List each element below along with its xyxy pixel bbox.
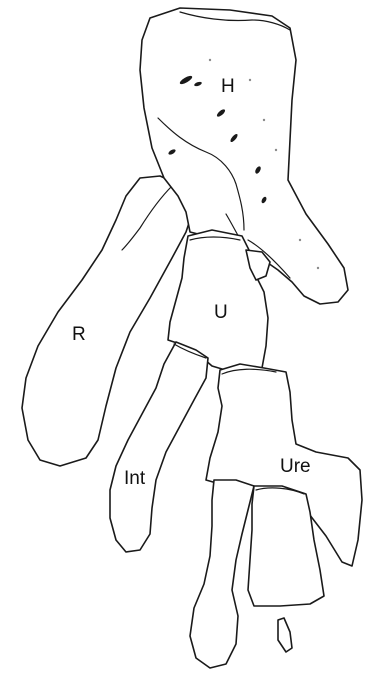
humerus-stipple	[299, 239, 301, 241]
label-ulna: U	[214, 302, 228, 323]
label-ulnare: Ure	[280, 456, 311, 477]
humerus-stipple	[249, 79, 251, 81]
distal-bone-left	[190, 480, 254, 668]
label-intermedium: Int	[124, 468, 146, 489]
label-radius: R	[72, 324, 86, 345]
intermedium-bone	[110, 342, 208, 552]
humerus-stipple	[317, 267, 319, 269]
humerus-stipple	[209, 59, 211, 61]
small-fragment	[278, 618, 292, 652]
humerus-stipple	[275, 149, 277, 151]
label-humerus: H	[221, 76, 235, 97]
humerus-stipple	[263, 119, 265, 121]
